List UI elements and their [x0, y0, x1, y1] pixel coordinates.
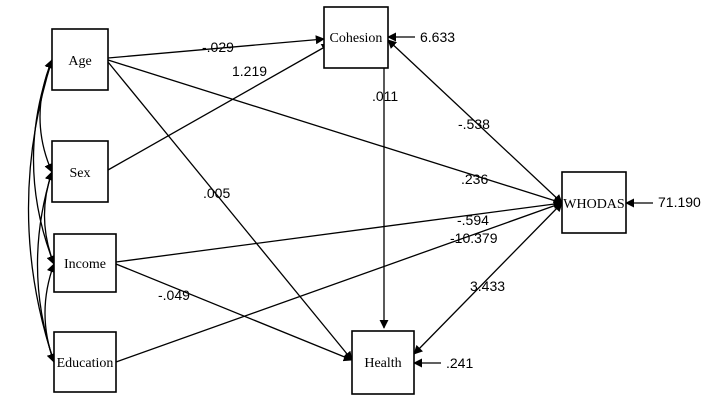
node-sex[interactable]: Sex: [51, 140, 109, 203]
label-cohesion-health: .011: [372, 88, 398, 104]
node-sex-label: Sex: [70, 166, 91, 181]
node-cohesion-label: Cohesion: [330, 31, 383, 46]
node-health[interactable]: Health: [351, 330, 415, 395]
node-income-label: Income: [64, 257, 106, 272]
error-label-cohesion: 6.633: [420, 29, 455, 45]
covariance-age-education: [27, 59, 56, 363]
covariance-income-education: [44, 263, 56, 363]
edge-cohesion-whodas[interactable]: [387, 39, 563, 204]
label-education-whodas: -10.379: [450, 230, 498, 246]
error-label-health: .241: [446, 355, 473, 371]
node-health-label: Health: [364, 356, 401, 371]
label-income-whodas: -.594: [457, 212, 489, 228]
error-labels: 6.633 71.190 .241: [420, 29, 701, 371]
node-income[interactable]: Income: [53, 233, 117, 293]
node-cohesion[interactable]: Cohesion: [323, 6, 389, 69]
edge-age-cohesion: [107, 35, 325, 59]
node-age[interactable]: Age: [51, 28, 109, 91]
node-whodas-label: WHODAS: [563, 197, 624, 212]
node-education[interactable]: Education: [53, 331, 117, 393]
label-sex-cohesion: 1.219: [232, 63, 267, 79]
edge-labels: -.029 1.219 .011 -.538 .236 .005 -.594 -…: [158, 39, 505, 303]
label-cohesion-whodas: -.538: [458, 116, 490, 132]
label-health-whodas: 3.433: [470, 278, 505, 294]
label-income-health: -.049: [158, 287, 190, 303]
edge-age-health: [107, 61, 353, 361]
edges: [27, 32, 653, 368]
edge-income-health: [115, 263, 353, 362]
label-age-cohesion: -.029: [202, 39, 234, 55]
edge-sex-cohesion: [107, 43, 331, 171]
error-label-whodas: 71.190: [658, 194, 701, 210]
label-age-health: .005: [203, 185, 230, 201]
node-whodas[interactable]: WHODAS: [561, 171, 627, 234]
node-age-label: Age: [68, 54, 91, 69]
label-age-whodas: .236: [461, 171, 488, 187]
node-education-label: Education: [57, 356, 114, 371]
edge-health-whodas: [413, 202, 563, 355]
